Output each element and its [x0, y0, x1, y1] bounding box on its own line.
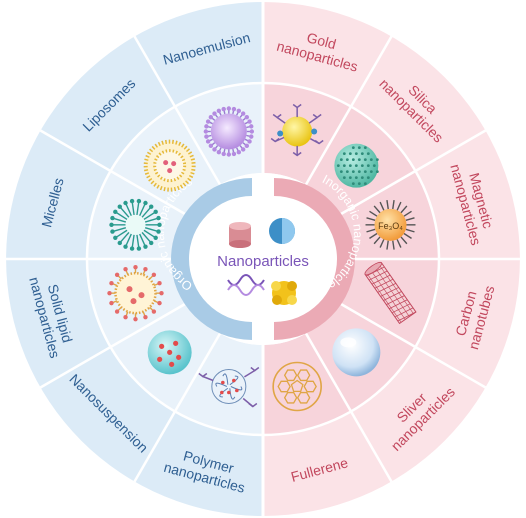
inorganic-outer-ring [263, 2, 520, 516]
divider-line [336, 129, 487, 218]
fullerene-icon [272, 361, 322, 412]
gold-nanoparticle-icon [270, 103, 324, 157]
disc-icon [269, 218, 295, 244]
magnetic-icon: Fe₃O₄ [365, 199, 416, 250]
cylinder-icon [229, 222, 251, 248]
divider-line [39, 300, 190, 389]
solid-lipid-icon [107, 264, 164, 322]
inorganic-arc-band [274, 178, 355, 340]
divider-line [133, 35, 222, 186]
organic-outer-ring [6, 2, 264, 516]
ring-separator [85, 81, 441, 437]
organic-arc-band [171, 178, 252, 340]
liposome-icon [143, 139, 196, 192]
divider-line [336, 300, 487, 389]
magnetic-core-label: Fe₃O₄ [378, 221, 403, 231]
divider-line [304, 332, 393, 483]
silver-icon [332, 328, 381, 377]
micelle-icon [109, 198, 162, 251]
center-title: Nanoparticles [217, 253, 309, 270]
polymer-icon [198, 366, 260, 408]
divider-line [304, 35, 393, 186]
segment-dividers [6, 2, 520, 516]
divider-line [133, 332, 222, 483]
segment-icons: Fe₃O₄ [107, 103, 417, 412]
nanoemulsion-icon [203, 106, 255, 157]
nanosuspension-icon [147, 330, 192, 375]
divider-line [39, 129, 190, 218]
dna-icon [227, 274, 265, 296]
silica-icon [334, 143, 379, 188]
nanoflower-icon [271, 281, 297, 305]
nanotube-icon [364, 261, 417, 325]
